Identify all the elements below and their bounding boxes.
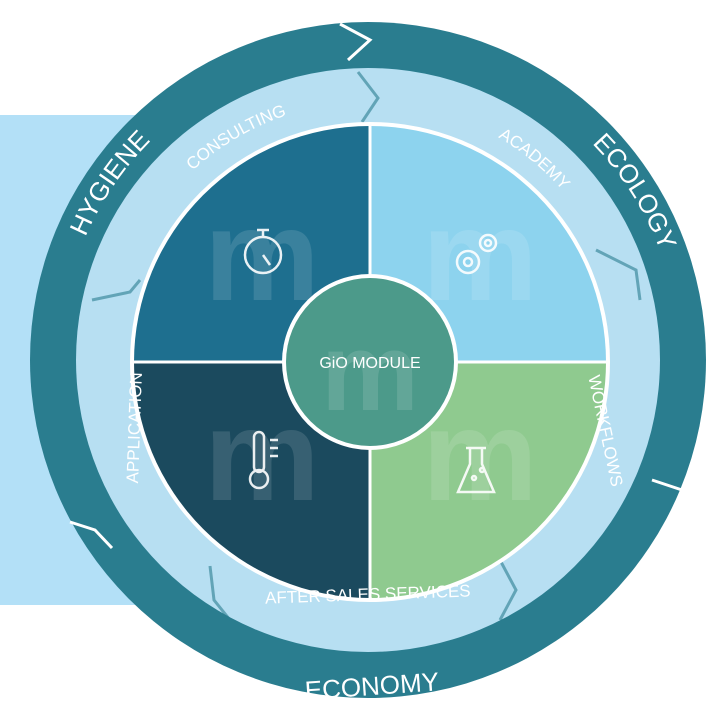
watermark-top-left: m [204, 182, 320, 328]
stopwatch-icon [243, 228, 283, 275]
flask-icon [456, 446, 496, 494]
gears-icon [455, 233, 498, 275]
thermometer-icon [248, 430, 278, 490]
watermark-top-right: m [422, 182, 538, 328]
middle-ring-separators [91, 71, 642, 621]
outer-ring-separators [69, 22, 714, 550]
center-circle [286, 278, 454, 446]
middle-label-application: APPLICATION [123, 372, 146, 484]
center-watermark: m [321, 311, 419, 434]
center-label: GiO MODULE [319, 355, 420, 372]
